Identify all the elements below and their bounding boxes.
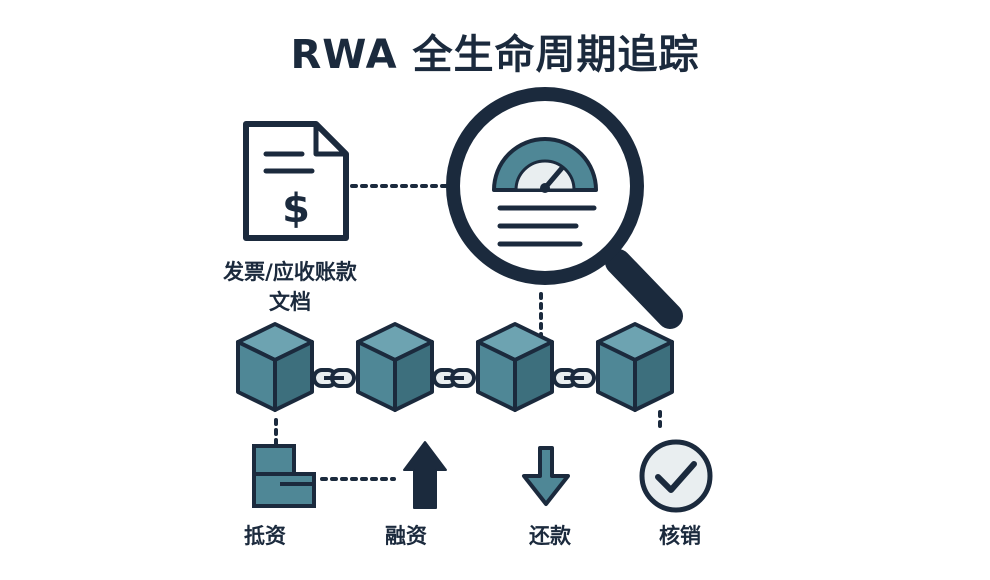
blockchain-cube-icon — [476, 322, 554, 412]
blockchain-cube-icon — [596, 322, 674, 412]
document-label: 发票/应收账款 文档 — [190, 257, 390, 317]
collateral-blocks-icon — [252, 444, 316, 508]
arrow-up-icon — [403, 441, 447, 509]
check-circle-icon — [639, 439, 713, 513]
blockchain-cube-icon — [236, 322, 314, 412]
svg-text:$: $ — [282, 186, 310, 232]
chain-link-icon — [312, 368, 356, 388]
stage-label-pledge: 抵资 — [244, 524, 286, 548]
magnifier-gauge-icon — [446, 87, 683, 329]
stage-label-finance: 融资 — [385, 524, 427, 548]
arrow-down-icon — [522, 446, 570, 506]
document-label-line1: 发票/应收账款 — [223, 260, 357, 284]
document-label-line2: 文档 — [269, 290, 311, 314]
document-dollar-icon: $ — [243, 121, 349, 241]
chain-link-icon — [432, 368, 476, 388]
stage-label-repay: 还款 — [529, 524, 571, 548]
blockchain-cube-icon — [356, 322, 434, 412]
page-title: RWA 全生命周期追踪 — [290, 32, 700, 78]
stage-label-settle: 核销 — [659, 524, 701, 548]
chain-link-icon — [552, 368, 596, 388]
